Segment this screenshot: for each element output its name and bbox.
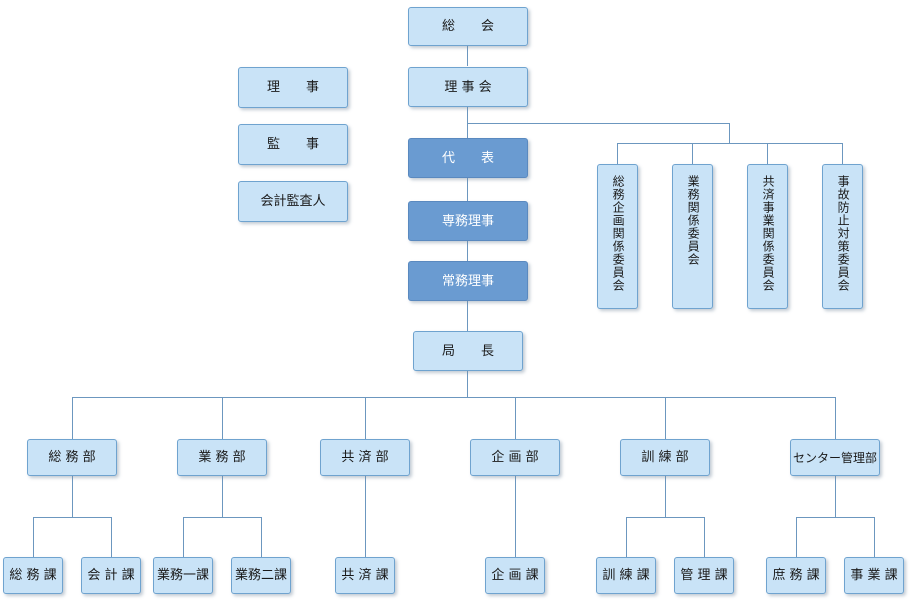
- committee-box: 共済事業関係委員会: [747, 164, 788, 309]
- section-box: 業務一課: [153, 557, 213, 594]
- section-box: 管 理 課: [674, 557, 734, 594]
- representative-box: 代 表: [408, 138, 528, 178]
- connector: [617, 143, 618, 164]
- department-box: 業 務 部: [177, 439, 267, 476]
- section-box: 庶 務 課: [766, 557, 826, 594]
- connector: [835, 476, 836, 517]
- connector: [467, 371, 468, 397]
- committee-box: 事故防止対策委員会: [822, 164, 863, 309]
- connector: [72, 476, 73, 517]
- connector: [796, 517, 874, 518]
- connector: [874, 517, 875, 557]
- general-assembly-box: 総 会: [408, 7, 528, 46]
- section-box: 共 済 課: [335, 557, 395, 594]
- connector: [365, 476, 366, 557]
- senior-managing-director-box: 専務理事: [408, 201, 528, 241]
- section-box: 会 計 課: [81, 557, 141, 594]
- connector: [467, 46, 468, 66]
- connector: [222, 397, 223, 439]
- department-box: センター管理部: [790, 439, 880, 476]
- managing-director-box: 常務理事: [408, 261, 528, 301]
- connector: [515, 397, 516, 439]
- connector: [467, 123, 729, 124]
- auditor-box: 監 事: [238, 124, 348, 165]
- connector: [33, 517, 111, 518]
- department-box: 共 済 部: [320, 439, 410, 476]
- connector: [729, 123, 730, 143]
- connector: [365, 397, 366, 439]
- connector: [692, 143, 693, 164]
- director-general-box: 局 長: [413, 331, 523, 371]
- department-box: 総 務 部: [27, 439, 117, 476]
- section-box: 事 業 課: [844, 557, 904, 594]
- connector: [767, 143, 768, 164]
- connector: [835, 397, 836, 439]
- connector: [515, 476, 516, 557]
- connector: [33, 517, 34, 557]
- connector: [183, 517, 184, 557]
- board-box: 理 事 会: [408, 67, 528, 107]
- connector: [261, 517, 262, 557]
- director-box: 理 事: [238, 67, 348, 108]
- accounting-auditor-box: 会計監査人: [238, 181, 348, 222]
- connector: [617, 143, 843, 144]
- section-box: 総 務 課: [3, 557, 63, 594]
- department-box: 企 画 部: [470, 439, 560, 476]
- section-box: 業務二課: [231, 557, 291, 594]
- connector: [72, 397, 836, 398]
- section-box: 企 画 課: [485, 557, 545, 594]
- connector: [842, 143, 843, 164]
- department-box: 訓 練 部: [620, 439, 710, 476]
- connector: [704, 517, 705, 557]
- connector: [665, 397, 666, 439]
- committee-box: 業務関係委員会: [672, 164, 713, 309]
- connector: [626, 517, 704, 518]
- connector: [222, 476, 223, 517]
- connector: [72, 397, 73, 439]
- connector: [183, 517, 261, 518]
- section-box: 訓 練 課: [596, 557, 656, 594]
- connector: [665, 476, 666, 517]
- connector: [626, 517, 627, 557]
- connector: [111, 517, 112, 557]
- connector: [796, 517, 797, 557]
- committee-box: 総務企画関係委員会: [597, 164, 638, 309]
